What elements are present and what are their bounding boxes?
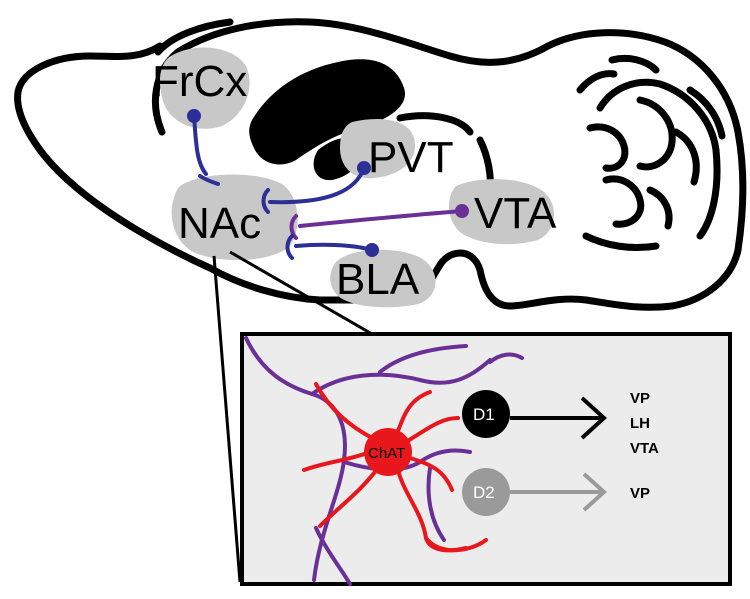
frcx-label: FrCx xyxy=(152,57,247,106)
d1-arrow-head xyxy=(580,396,607,440)
frcx-region xyxy=(159,47,250,129)
pvt-label: PVT xyxy=(368,133,454,182)
pvt-node xyxy=(357,161,371,175)
nac-label: NAc xyxy=(178,199,261,248)
bla-region xyxy=(330,249,436,308)
vta-label: VTA xyxy=(474,189,557,238)
corpus-callosum xyxy=(249,59,405,165)
pvt-nac-pathway xyxy=(268,166,366,205)
d1-neuron xyxy=(462,390,510,438)
chat-neuron xyxy=(364,428,412,476)
d1-target-vta: VTA xyxy=(630,440,659,457)
d1-label: D1 xyxy=(473,405,495,424)
inset-panel xyxy=(240,332,732,586)
region-blobs xyxy=(159,47,555,308)
d2-target-vp: VP xyxy=(630,485,650,502)
vta-region xyxy=(448,179,555,245)
frcx-node xyxy=(187,109,201,123)
d1-target-vp: VP xyxy=(630,390,650,407)
d2-neuron xyxy=(462,468,510,516)
nac-inset: ChAT D1 VP LH VTA D2 VP xyxy=(240,332,732,586)
vta-node xyxy=(455,204,469,218)
chat-label: ChAT xyxy=(368,445,405,462)
bla-node xyxy=(365,243,379,257)
d2-arrow-head xyxy=(582,472,607,512)
chat-dendrites xyxy=(302,382,488,553)
d2-label: D2 xyxy=(473,483,495,502)
zoom-line-right xyxy=(229,250,373,336)
cerebellum xyxy=(576,54,726,252)
projection-pathways xyxy=(187,109,469,260)
bla-label: BLA xyxy=(336,255,420,304)
zoom-line-left xyxy=(212,255,242,583)
vta-nac-pathway xyxy=(298,209,464,228)
d1-target-lh: LH xyxy=(630,415,650,432)
bla-nac-pathway xyxy=(294,242,374,252)
